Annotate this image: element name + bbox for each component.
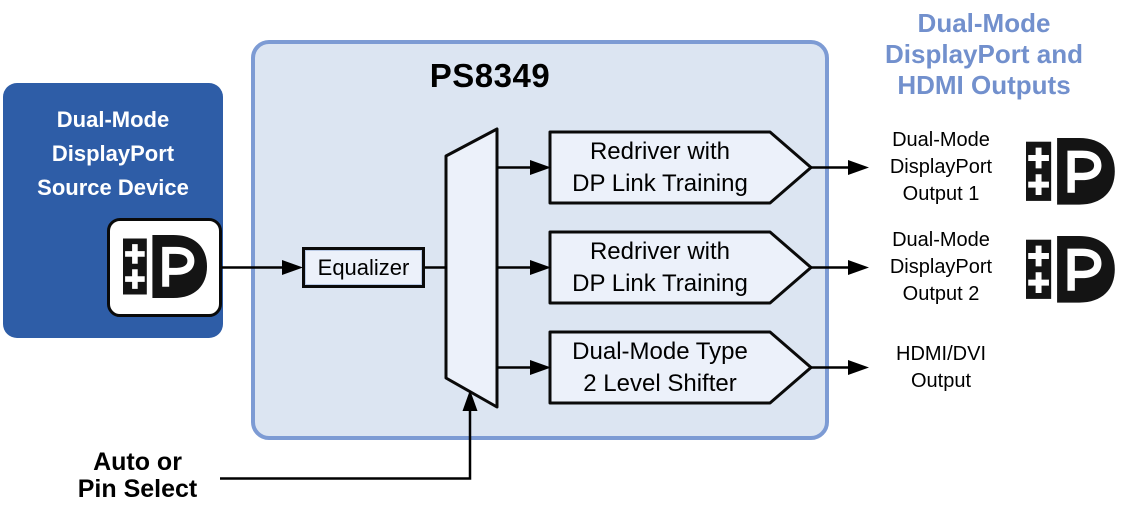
output-1-dp-plus-plus-logo-icon [1026,138,1115,205]
redriver-block-2-line1: Redriver with [589,238,731,265]
output-1-line1: Dual-Mode [892,129,990,151]
output-1-label: Dual-Mode DisplayPort Output 1 [856,127,1026,208]
source-device-label-line2: DisplayPort [51,141,175,166]
redriver-block-1-line1: Redriver with [589,138,731,165]
hdmi-dvi-output-line2: Output [910,370,972,392]
level-shifter-block-shape [548,330,813,405]
level-shifter-block-line2: 2 Level Shifter [583,370,737,397]
redriver-block-2-label: Redriver with DP Link Training [552,236,768,300]
equalizer-block: Equalizer [302,247,425,288]
auto-pin-select-line2: Pin Select [77,475,198,503]
output-2-label: Dual-Mode DisplayPort Output 2 [856,227,1026,308]
arrowhead-icon [848,160,869,175]
arrowhead-icon [848,260,869,275]
wire-block-2-to-output-2 [810,260,869,275]
arrowhead-icon [530,260,551,275]
wire-mux-to-block-3 [497,360,551,375]
source-device-label: Dual-Mode DisplayPort Source Device [3,103,223,205]
wire-block-3-to-hdmi-output [810,360,869,375]
output-2-dp-plus-plus-logo-icon [1026,236,1115,303]
output-2-line3: Output 2 [902,283,980,305]
arrowhead-icon [848,360,869,375]
arrowhead-icon [282,260,303,275]
mux-switch-shape [444,127,499,409]
redriver-block-1-shape [548,130,813,205]
equalizer-label: Equalizer [317,254,410,280]
level-shifter-block-label: Dual-Mode Type 2 Level Shifter [552,336,768,400]
outputs-heading-line2: DisplayPort and [885,39,1083,69]
output-1-line3: Output 1 [902,183,980,205]
outputs-heading-line3: HDMI Outputs [897,70,1071,100]
wire-mux-to-block-2 [497,260,551,275]
wire-block-1-to-output-1 [810,160,869,175]
hdmi-dvi-output-label: HDMI/DVI Output [856,341,1026,395]
redriver-block-2-shape [548,230,813,305]
source-dp-plus-plus-logo-icon [123,235,207,298]
redriver-block-1-label: Redriver with DP Link Training [552,136,768,200]
wire-source-to-equalizer [222,260,303,275]
level-shifter-block-line1: Dual-Mode Type [572,338,748,365]
auto-pin-select-line1: Auto or [93,448,182,476]
redriver-block-2-line2: DP Link Training [572,270,748,297]
auto-pin-select-label: Auto or Pin Select [55,449,220,503]
wire-select-to-mux [220,390,478,480]
arrowhead-icon [530,160,551,175]
source-device-label-line3: Source Device [37,175,189,200]
output-2-line1: Dual-Mode [892,229,990,251]
source-device-label-line1: Dual-Mode [56,107,170,132]
outputs-heading-line1: Dual-Mode [917,8,1051,38]
outputs-heading: Dual-Mode DisplayPort and HDMI Outputs [856,8,1112,101]
chip-title: PS8349 [429,57,551,94]
hdmi-dvi-output-line1: HDMI/DVI [896,343,986,365]
output-1-line2: DisplayPort [889,156,993,178]
output-2-line2: DisplayPort [889,256,993,278]
redriver-block-1-line2: DP Link Training [572,170,748,197]
wire-mux-to-block-1 [497,160,551,175]
arrowhead-icon [462,390,478,411]
arrowhead-icon [530,360,551,375]
